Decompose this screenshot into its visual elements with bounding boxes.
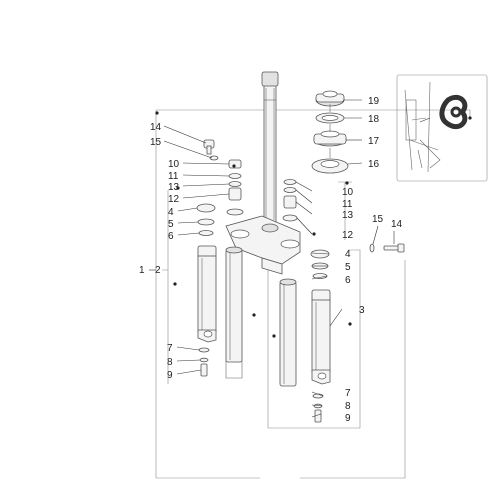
right-fork-leg xyxy=(310,249,331,423)
callout-6-left: 6 xyxy=(168,231,174,242)
callout-15-left: 15 xyxy=(150,137,162,148)
callout-9-left: 9 xyxy=(167,370,173,381)
steering-tube xyxy=(261,71,279,223)
callout-12-left: 12 xyxy=(168,194,180,205)
callout-11-right: 11 xyxy=(342,199,353,210)
callout-2: 2 xyxy=(155,265,161,276)
left-seal-stack xyxy=(226,159,244,216)
callout-6-right: 6 xyxy=(345,275,351,286)
callout-4-left: 4 xyxy=(168,207,174,218)
callout-18: 18 xyxy=(368,114,380,125)
callout-17: 17 xyxy=(368,136,380,147)
assembly-1-bracket xyxy=(155,109,471,479)
vehicle-location-thumbnail xyxy=(404,81,441,173)
reference-dots xyxy=(155,111,472,338)
callout-5-left: 5 xyxy=(168,219,174,230)
left-bolt xyxy=(203,139,219,161)
brand-logo-icon xyxy=(439,94,468,130)
right-bolt xyxy=(369,243,405,253)
callout-12-right: 12 xyxy=(342,230,354,241)
callout-10-left: 10 xyxy=(168,159,180,170)
fork-yoke xyxy=(225,215,301,275)
upper-bearing-stack xyxy=(311,90,349,174)
callout-7-left: 7 xyxy=(167,343,173,354)
thumbnail-frame xyxy=(396,74,488,182)
left-fork-leg xyxy=(196,203,217,377)
callout-9-right: 9 xyxy=(345,413,351,424)
callout-8-right: 8 xyxy=(345,401,351,412)
right-upper-bracket xyxy=(338,181,352,240)
callout-1: 1 xyxy=(139,265,145,276)
callout-labels: 1 2 3 14 15 10 11 13 12 4 5 6 7 8 9 10 1… xyxy=(139,96,403,424)
callout-14-left: 14 xyxy=(150,122,162,133)
left-inner-tube xyxy=(225,246,243,379)
callout-10-right: 10 xyxy=(342,187,354,198)
callout-3: 3 xyxy=(359,305,365,316)
callout-7-right: 7 xyxy=(345,388,351,399)
callout-13-left: 13 xyxy=(168,182,180,193)
right-inner-tube xyxy=(279,278,297,387)
callout-8-left: 8 xyxy=(167,357,173,368)
callout-15-right: 15 xyxy=(372,214,384,225)
callout-13-right: 13 xyxy=(342,210,354,221)
leader-lines xyxy=(149,99,431,418)
callout-11-left: 11 xyxy=(168,171,179,182)
right-seal-stack xyxy=(282,179,298,222)
callout-5-right: 5 xyxy=(345,262,351,273)
callout-16: 16 xyxy=(368,159,380,170)
callout-4-right: 4 xyxy=(345,249,351,260)
assembly-2-bracket xyxy=(162,190,169,384)
callout-14-right: 14 xyxy=(391,219,403,230)
callout-19: 19 xyxy=(368,96,380,107)
